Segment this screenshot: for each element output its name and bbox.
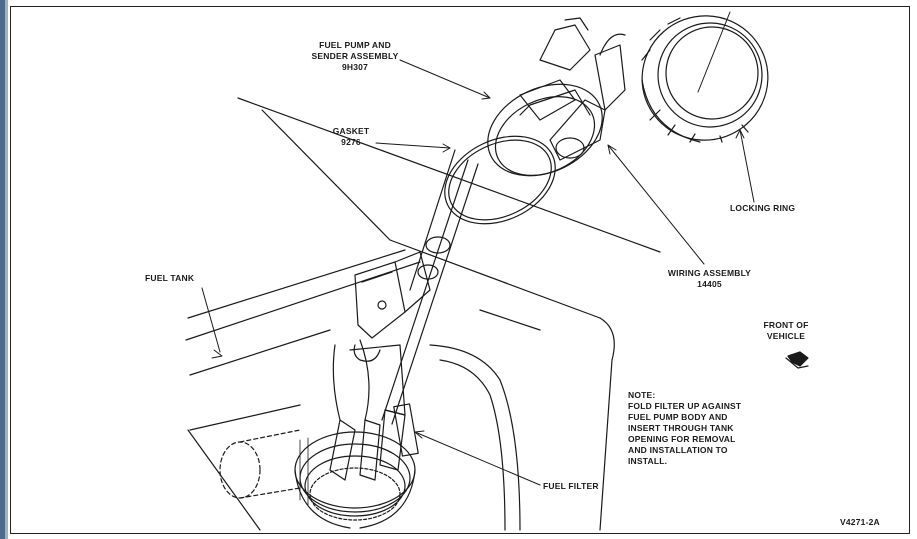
gasket-label: GASKET 9276 [332, 126, 370, 147]
wiring-assembly-label: WIRING ASSEMBLY 14405 [667, 268, 752, 289]
tank-outline [185, 97, 661, 531]
locking-ring-part [641, 15, 769, 143]
window-edge-highlight [5, 0, 8, 539]
diagram-border [10, 6, 910, 534]
tank-opening [219, 429, 416, 529]
front-arrow-icon [785, 351, 809, 369]
fuel-filter-part [354, 251, 431, 339]
gasket-part [444, 135, 556, 225]
top-fittings [519, 17, 626, 161]
figure-code: V4271-2A [840, 517, 880, 527]
locking-ring-label: LOCKING RING [730, 203, 796, 213]
window-edge [0, 0, 5, 539]
sender-flange [487, 79, 603, 177]
leader-lines [201, 11, 755, 486]
fuel-filter-label: FUEL FILTER [543, 481, 599, 491]
front-of-vehicle-label: FRONT OF VEHICLE [763, 320, 809, 341]
fuel-pump-assembly-label: FUEL PUMP AND SENDER ASSEMBLY 9H307 [311, 40, 399, 72]
fuel-tank-label: FUEL TANK [145, 273, 195, 283]
pump-lower-body [329, 339, 419, 481]
note-text: NOTE: FOLD FILTER UP AGAINST FUEL PUMP B… [628, 390, 742, 466]
pump-tube [381, 149, 479, 425]
